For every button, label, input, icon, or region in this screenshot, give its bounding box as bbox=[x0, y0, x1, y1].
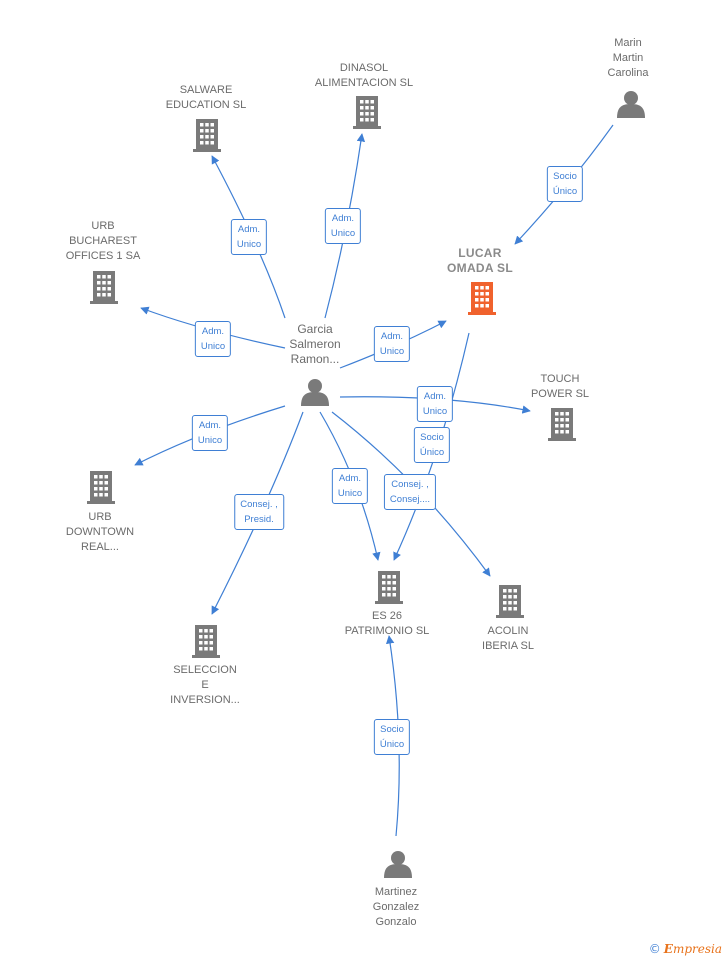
edge-label-lucar-es26[interactable]: Socio Único bbox=[413, 427, 451, 463]
person-icon-martinez[interactable] bbox=[384, 851, 412, 878]
building-icon-dinasol[interactable] bbox=[353, 96, 381, 129]
node-label-downtown[interactable]: URB DOWNTOWN REAL... bbox=[65, 511, 135, 553]
building-icon-lucar[interactable] bbox=[468, 282, 496, 315]
person-icon-garcia[interactable] bbox=[301, 379, 329, 406]
edge-label-garcia-seleccion[interactable]: Consej. , Presid. bbox=[234, 494, 284, 530]
building-icon-seleccion[interactable] bbox=[192, 625, 220, 658]
node-label-seleccion[interactable]: SELECCION E INVERSION... bbox=[170, 664, 240, 706]
building-icon-salware[interactable] bbox=[193, 119, 221, 152]
building-icon-downtown[interactable] bbox=[87, 471, 115, 504]
brand-initial: E bbox=[663, 942, 673, 956]
edge-label-garcia-salware[interactable]: Adm. Unico bbox=[230, 219, 268, 255]
node-label-lucar[interactable]: LUCAR OMADA SL bbox=[447, 246, 513, 275]
node-label-marin[interactable]: Marin Martin Carolina bbox=[607, 37, 649, 79]
node-label-acolin[interactable]: ACOLIN IBERIA SL bbox=[482, 625, 534, 652]
building-icon-touch[interactable] bbox=[548, 408, 576, 441]
edge-label-garcia-bucharest[interactable]: Adm. Unico bbox=[194, 321, 232, 357]
edge-label-garcia-acolin[interactable]: Consej. , Consej.... bbox=[383, 474, 437, 510]
edge-label-garcia-lucar[interactable]: Adm. Unico bbox=[373, 326, 411, 362]
node-label-es26[interactable]: ES 26 PATRIMONIO SL bbox=[344, 610, 430, 637]
person-icon-marin[interactable] bbox=[617, 91, 645, 118]
edge-label-marin-lucar[interactable]: Socio Único bbox=[546, 166, 584, 202]
edge-label-garcia-dinasol[interactable]: Adm. Unico bbox=[324, 208, 362, 244]
edge-label-garcia-es26[interactable]: Adm. Unico bbox=[331, 468, 369, 504]
node-label-garcia[interactable]: Garcia Salmeron Ramon... bbox=[289, 322, 341, 366]
node-label-bucharest[interactable]: URB BUCHAREST OFFICES 1 SA bbox=[65, 220, 141, 262]
brand-name: mpresia bbox=[672, 942, 722, 956]
node-label-martinez[interactable]: Martinez Gonzalez Gonzalo bbox=[372, 886, 420, 928]
edge-label-garcia-touch[interactable]: Adm. Unico bbox=[416, 386, 454, 422]
building-icon-acolin[interactable] bbox=[496, 585, 524, 618]
edge-label-garcia-downtown[interactable]: Adm. Unico bbox=[191, 415, 229, 451]
edge-label-martinez-es26[interactable]: Socio Único bbox=[373, 719, 411, 755]
building-icon-es26[interactable] bbox=[375, 571, 403, 604]
brand-logo[interactable]: ©Empresia bbox=[649, 942, 722, 956]
node-label-dinasol[interactable]: DINASOL ALIMENTACION SL bbox=[314, 62, 414, 89]
node-label-salware[interactable]: SALWARE EDUCATION SL bbox=[165, 84, 247, 111]
node-label-touch[interactable]: TOUCH POWER SL bbox=[530, 373, 590, 400]
copyright-icon: © bbox=[648, 942, 661, 956]
building-icon-bucharest[interactable] bbox=[90, 271, 118, 304]
